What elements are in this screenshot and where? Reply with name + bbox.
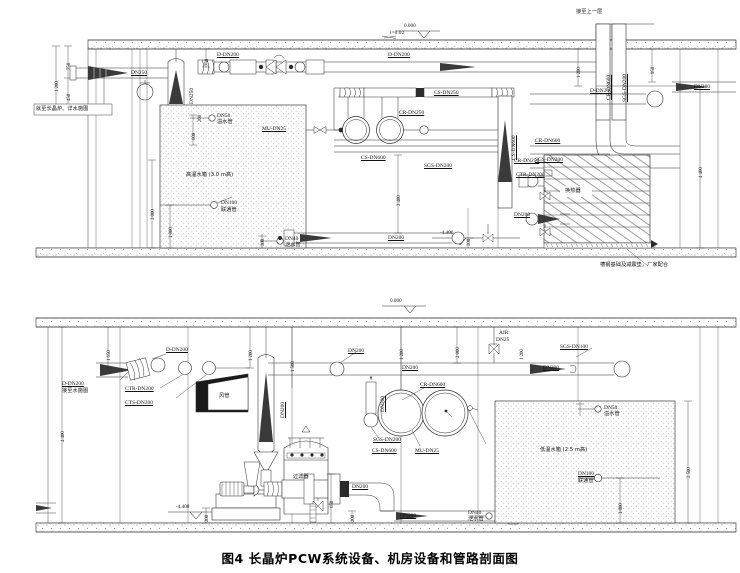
figure-caption: 图4 长晶炉PCW系统设备、机房设备和管路剖面图 — [221, 551, 519, 566]
equipment-heat-exchanger-label: 换热器 — [565, 188, 581, 194]
pipe-label-dn200-hx: DN200 — [514, 212, 531, 218]
pipe-label-l-sgs-dn100: SGS-DN100 — [560, 344, 589, 350]
dim-l-4400: 4 400 — [61, 431, 66, 442]
dim-l-200-b: 200 — [351, 514, 356, 522]
pipe-label-d-dn200-b: D-DN200 — [388, 52, 410, 58]
pipe-label-l-cts-dn200: CTS-DN200 — [125, 400, 154, 406]
pipe-label-cr-dn250: CR-DN250 — [399, 110, 425, 116]
pipe-label-l-dn200-e: DN200 — [400, 513, 417, 519]
pipe-label-dn50-overflow: DN50 — [217, 113, 231, 119]
dim-750-left: 750 — [67, 62, 72, 70]
dim-l-1200-a: 1 200 — [249, 350, 254, 361]
dim-200-a: 200 — [198, 114, 203, 122]
pipe-label-dn100-link: DN100 — [221, 200, 238, 206]
pipe-label-dn200-right: DN200 — [694, 84, 711, 90]
elevation-minus4400-lower: -4.400 — [176, 504, 190, 510]
dim-l-2000: 2 000 — [456, 347, 461, 358]
pipe-label-d-dn200-a: D-DN200 — [217, 52, 239, 58]
pipe-label-l-cs-dn600: CS-DN600 — [372, 448, 397, 454]
pipe-label-l-dn50-overflow-cn: 溢水管 — [604, 411, 620, 417]
dim-l-1200-c: 1 200 — [520, 349, 525, 360]
pipe-label-dn40-drain-cn: 泄水管 — [285, 242, 301, 248]
elevation-minus4400-upper: -4.400 — [440, 230, 454, 236]
pipe-label-sgs-dn200: SGS-DN200 — [424, 163, 453, 169]
pipe-label-d-dn200-c: D-DN200 — [590, 88, 612, 94]
pipe-label-mu-dn25: MU-DN25 — [262, 126, 287, 132]
pipe-label-l-d-dn200-a: D-DN200 — [62, 381, 84, 387]
note-upper-floor: 接至上一层 — [576, 9, 603, 15]
dim-l-2500: 2 500 — [687, 467, 692, 478]
pipe-label-sgs-dn200-riser: SGS-DN200 — [622, 73, 628, 102]
pipe-label-l-air: AIR — [499, 330, 509, 336]
dim-4400-right: 4 400 — [699, 167, 704, 178]
dim-2400-center: 2 400 — [397, 195, 402, 206]
pipe-label-dn100-link-cn: 联通管 — [221, 207, 237, 213]
pipe-label-l-dn100-riser: DN100 — [380, 395, 386, 412]
pipe-label-l-dn200-b: DN200 — [402, 365, 419, 371]
equipment-air-duct-label: 风管 — [219, 393, 230, 399]
dim-200-c: 200 — [467, 238, 472, 246]
dim-l-1500: 1 500 — [291, 361, 296, 372]
pipe-label-dn250-riser: DN250 — [189, 87, 195, 104]
pipe-label-slope: i=0.02 — [390, 30, 405, 36]
dim-l-1000: 1 000 — [619, 503, 624, 514]
pipe-label-l-dn100-link-cn: 联通管 — [578, 478, 594, 484]
pipe-label-cs-dn600: CS-DN600 — [361, 155, 386, 161]
pipe-label-l-air-dn25: DN25 — [496, 337, 510, 343]
pipe-label-l-dn40-drain-cn: 泄水管 — [468, 516, 484, 522]
equipment-high-temp-tank-label: 高温水箱 (3.0 m高) — [186, 172, 234, 178]
dim-200-b: 200 — [261, 238, 266, 246]
pipe-label-sgs-dn200-b: SGS-DN200 — [535, 157, 564, 163]
elevation-0000-lower: 0.000 — [390, 298, 402, 304]
pipe-label-l-sgs-dn200: SGS-DN200 — [373, 437, 402, 443]
pipe-label-l-dn200-c: DN200 — [543, 365, 560, 371]
pipe-label-l-dn50-overflow: DN50 — [604, 405, 618, 411]
pipe-label-l-dn200-d: DN200 — [352, 484, 369, 490]
dim-950-right: 950 — [651, 66, 656, 74]
dim-3000-tank: 3 000 — [151, 209, 156, 220]
pipe-label-l-d-dn200-b: D-DN200 — [166, 347, 188, 353]
pipe-label-dn50-overflow-cn: 溢水管 — [217, 119, 233, 125]
pipe-label-cr-dn250-hx: CR-DN250 — [514, 158, 540, 164]
dim-600-riser: 600 — [192, 132, 197, 140]
pipe-label-l-cr-dn600: CR-DN600 — [420, 382, 446, 388]
pipe-label-l-dn200-riser: DN200 — [280, 401, 286, 418]
pipe-label-dn250-a: DN250 — [131, 70, 148, 76]
pipe-label-cr-dn600-riser: CR-DN600 — [606, 74, 612, 100]
dim-750-mid: 750 — [205, 58, 210, 66]
elevation-0000-upper: 0.000 — [404, 23, 416, 29]
dim-l-1650: 1 650 — [107, 350, 112, 361]
dim-450-left: 450 — [67, 93, 72, 101]
pipe-label-dn200-bottom: DN200 — [388, 235, 405, 241]
pipe-label-cs-dn600-riser: CS-DN600 — [511, 135, 517, 160]
note-foundation: 槽钢基础及减震垫，厂家配合 — [600, 262, 669, 268]
equipment-filter-label: 过滤器 — [293, 474, 309, 480]
pipe-label-l-dn100-link: DN100 — [578, 471, 595, 477]
dim-1200-left: 1 200 — [55, 81, 60, 92]
dim-1000-tank: 1 000 — [169, 227, 174, 238]
pipe-label-l-dn40-drain: DN40 — [468, 510, 482, 516]
pipe-label-l-mu-dn25: MU-DN25 — [415, 448, 440, 454]
dim-l-200-a: 200 — [205, 514, 210, 522]
pipe-label-l-ctr-dn200: CTR-DN200 — [125, 386, 154, 392]
pipe-label-dn40-drain: DN40 — [285, 236, 299, 242]
pipe-label-ctr-dn200-hx: CTR-DN200 — [516, 172, 545, 178]
note-l-crystal: 接至水施图 — [62, 388, 89, 394]
dim-l-650: 650 — [330, 500, 335, 508]
pipe-label-l-dn200-a: DN200 — [348, 348, 365, 354]
pipe-label-cr-dn600-h: CR-DN600 — [535, 138, 561, 144]
note-crystal-furnace: 就至长晶炉、详水施图 — [36, 106, 89, 112]
pipe-label-cs-dn250: CS-DN250 — [434, 90, 459, 96]
equipment-low-temp-tank-label: 低温水箱 (2.5 m高) — [540, 447, 588, 453]
dim-1200-right: 1 200 — [577, 67, 582, 78]
dim-l-1200-b: 1 200 — [400, 349, 405, 360]
